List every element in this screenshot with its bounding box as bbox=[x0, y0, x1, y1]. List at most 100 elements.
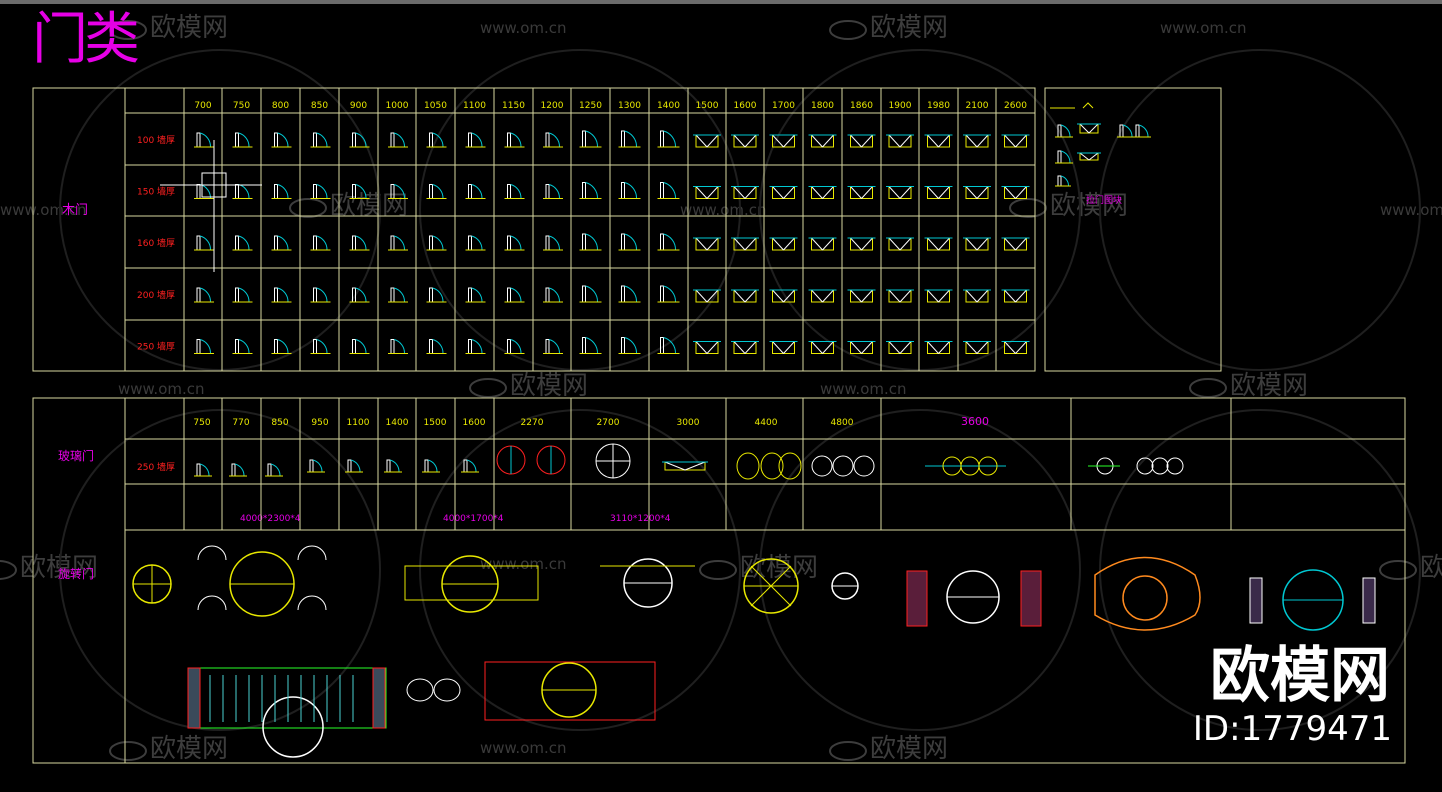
revolving-door-11-frame bbox=[484, 661, 656, 721]
door-leaf bbox=[235, 339, 239, 354]
door-leaf-left bbox=[927, 134, 939, 148]
door-leaf-right bbox=[976, 289, 989, 303]
glass-rotor bbox=[853, 455, 875, 477]
glass-width-label: 3600 bbox=[961, 415, 989, 428]
door-leaf-right bbox=[706, 186, 719, 199]
door-frame bbox=[1079, 152, 1099, 161]
wood-width-label: 1980 bbox=[927, 101, 950, 111]
door-swing-arc bbox=[312, 459, 323, 473]
watermark-ring bbox=[759, 49, 1081, 371]
glass-size-1: 4000*2300*4 bbox=[240, 514, 301, 524]
door-leaf bbox=[1057, 124, 1062, 137]
watermark-logo-text: 欧模网 bbox=[1050, 191, 1128, 221]
door-leaf bbox=[545, 339, 550, 354]
door-leaf-left bbox=[1004, 134, 1016, 148]
door-leaf-right bbox=[783, 289, 795, 303]
door-swing-arc bbox=[1122, 124, 1133, 138]
wood-width-label: 1600 bbox=[734, 101, 757, 111]
glass-door-row-label: 250 墙厚 bbox=[137, 461, 175, 473]
wood-row-label: 100 墙厚 bbox=[137, 134, 175, 146]
door-leaf-left bbox=[850, 341, 862, 354]
door-leaf-right bbox=[744, 289, 757, 303]
door-leaf-left bbox=[1004, 289, 1016, 303]
door-swing-arc bbox=[624, 130, 638, 148]
page-title: 门类 bbox=[32, 7, 140, 72]
door-frame bbox=[888, 134, 912, 148]
revolving-side-leaf bbox=[197, 545, 227, 561]
door-leaf bbox=[660, 285, 664, 302]
wood-width-label: 700 bbox=[194, 101, 211, 111]
door-leaf bbox=[621, 285, 625, 302]
door-leaf-right bbox=[783, 186, 795, 199]
door-leaf-right bbox=[684, 461, 706, 471]
watermark-ring bbox=[419, 409, 741, 731]
brand-logo-text: 欧模网 bbox=[1210, 641, 1390, 711]
door-leaf bbox=[235, 287, 239, 302]
window-top-border bbox=[0, 0, 1442, 4]
door-leaf-right bbox=[783, 134, 795, 148]
door-leaf-right bbox=[1088, 152, 1099, 161]
wood-width-label: 1700 bbox=[772, 101, 795, 111]
door-swing-arc bbox=[199, 235, 212, 251]
door-swing-arc bbox=[624, 233, 638, 251]
door-leaf bbox=[196, 339, 201, 354]
door-leaf bbox=[1057, 150, 1062, 163]
watermark-logo-icon bbox=[0, 560, 17, 580]
watermark-ring bbox=[59, 49, 381, 371]
door-leaf bbox=[429, 339, 433, 354]
door-swing-arc bbox=[277, 184, 289, 199]
door-leaf bbox=[468, 184, 472, 199]
door-swing-arc bbox=[393, 235, 406, 251]
door-leaf bbox=[660, 233, 664, 250]
door-leaf bbox=[621, 182, 625, 199]
door-leaf bbox=[468, 339, 472, 354]
door-leaf bbox=[424, 459, 429, 472]
door-leaf-right bbox=[861, 134, 873, 148]
door-swing-arc bbox=[432, 184, 444, 199]
door-leaf bbox=[274, 235, 278, 250]
watermark-logo-icon bbox=[109, 20, 147, 40]
door-frame bbox=[811, 237, 834, 251]
sliding-door-block-panel: 拉门图块 bbox=[1044, 87, 1222, 372]
glass-rotor bbox=[811, 455, 833, 477]
door-leaf bbox=[545, 235, 550, 250]
door-leaf bbox=[582, 182, 586, 199]
door-leaf-left bbox=[965, 289, 978, 303]
glass-width-label: 1100 bbox=[347, 418, 370, 428]
door-swing-arc bbox=[585, 130, 599, 148]
revolving-side-leaf bbox=[197, 595, 227, 611]
door-leaf-left bbox=[811, 134, 823, 148]
door-swing-arc bbox=[663, 182, 677, 199]
wood-width-label: 1000 bbox=[386, 101, 409, 111]
door-swing-arc bbox=[234, 463, 245, 477]
door-leaf bbox=[352, 235, 356, 250]
revolving-door-10-leaf bbox=[406, 678, 434, 702]
door-leaf bbox=[235, 132, 239, 147]
wood-width-label: 1100 bbox=[463, 101, 486, 111]
watermark-logo-text: 欧模网 bbox=[510, 371, 588, 401]
door-swing-arc bbox=[548, 132, 561, 148]
door-swing-arc bbox=[432, 287, 444, 303]
watermark-logo-text: 欧模网 bbox=[1230, 371, 1308, 401]
watermark-logo-icon bbox=[109, 741, 147, 761]
door-leaf-left bbox=[850, 237, 862, 251]
glass-rotor bbox=[832, 455, 854, 477]
door-swing-arc bbox=[663, 130, 677, 148]
door-swing-arc bbox=[393, 287, 406, 303]
door-frame bbox=[850, 289, 873, 303]
door-leaf bbox=[274, 287, 278, 302]
door-leaf bbox=[274, 339, 278, 354]
door-leaf bbox=[313, 339, 317, 354]
door-swing-arc bbox=[510, 235, 522, 251]
wood-door-label: 木门 bbox=[62, 203, 88, 218]
door-swing-arc bbox=[238, 339, 250, 354]
door-leaf-right bbox=[744, 134, 757, 148]
door-frame bbox=[850, 341, 873, 354]
glass-width-label: 4800 bbox=[831, 418, 854, 428]
door-swing-arc bbox=[427, 459, 438, 473]
door-leaf bbox=[621, 233, 625, 250]
revolving-side-wall bbox=[1020, 570, 1042, 627]
door-leaf-left bbox=[927, 186, 939, 199]
door-leaf-left bbox=[772, 289, 784, 303]
